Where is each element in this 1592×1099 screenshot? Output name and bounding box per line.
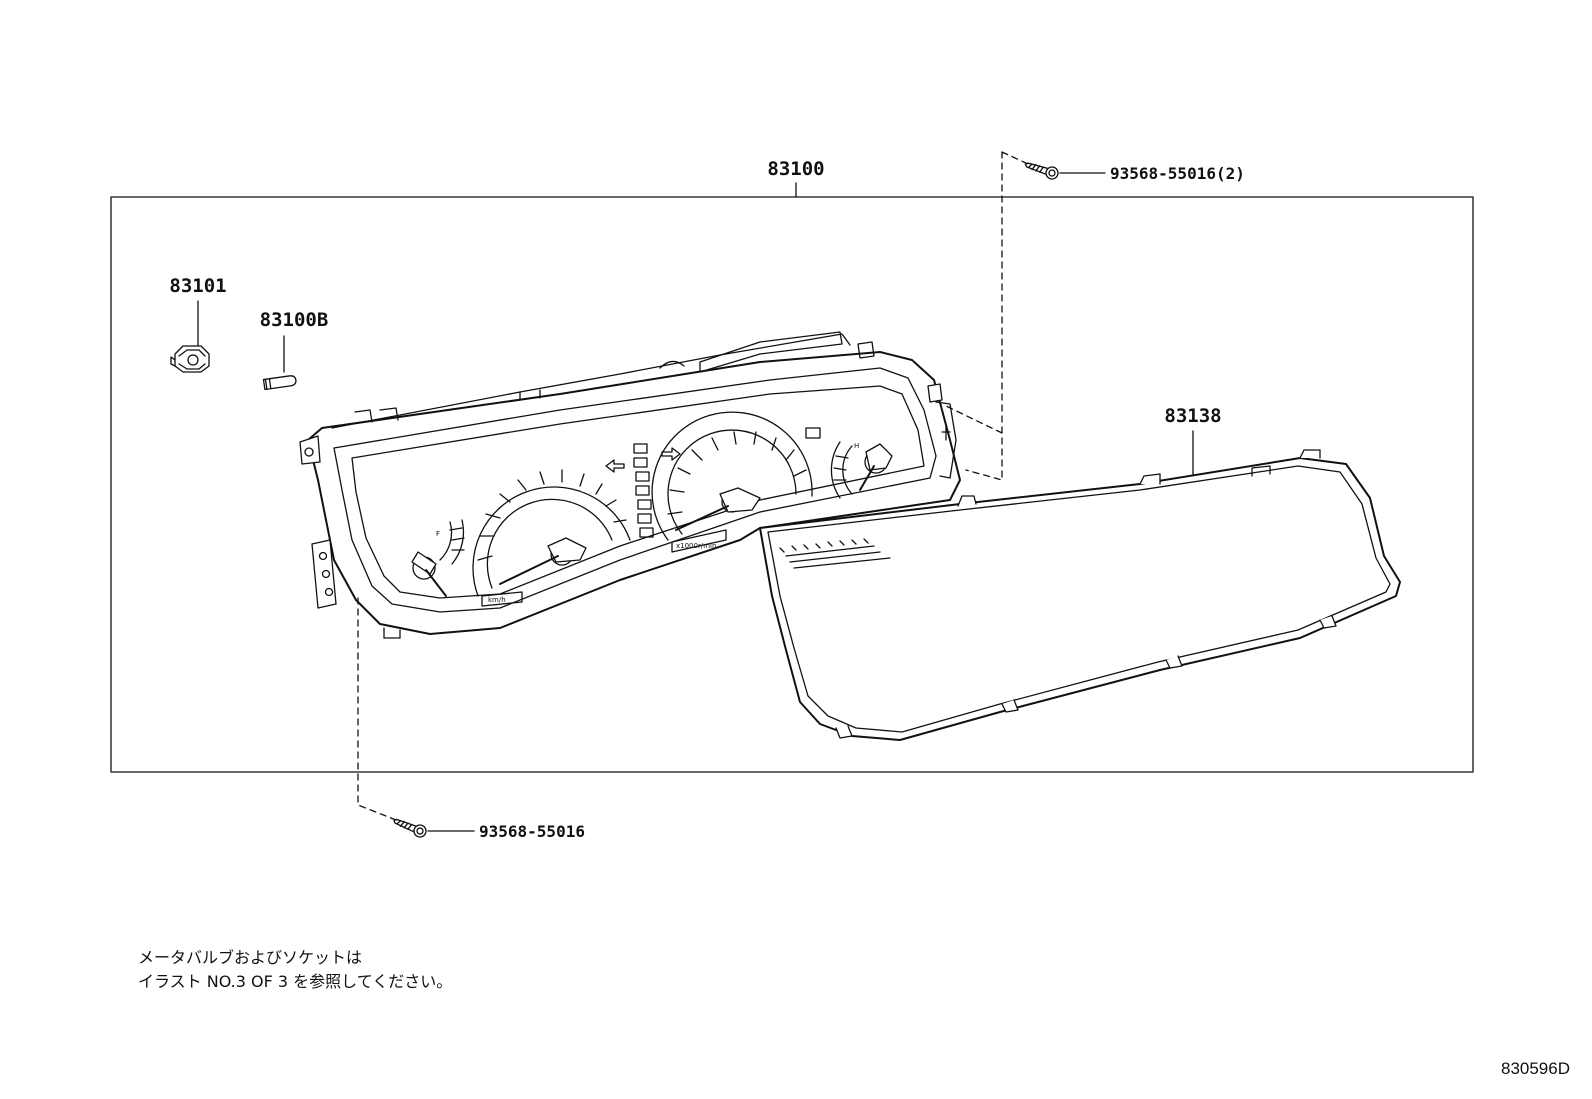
screw-bottom-icon bbox=[393, 818, 427, 838]
warning-lamps bbox=[605, 427, 821, 538]
svg-text:x1000r/min: x1000r/min bbox=[676, 542, 716, 550]
fuel-gauge: F bbox=[411, 519, 465, 597]
screw-top-icon bbox=[1024, 162, 1059, 180]
temperature-gauge: H bbox=[830, 441, 893, 499]
label-83100b: 83100B bbox=[260, 309, 329, 331]
note-line-2: イラスト NO.3 OF 3 を参照してください。 bbox=[138, 972, 453, 991]
drawing-number: 830596D bbox=[1500, 1059, 1570, 1078]
note-line-1: メータバルブおよびソケットは bbox=[138, 948, 363, 967]
svg-text:H: H bbox=[854, 442, 859, 450]
bulb-socket-icon bbox=[170, 345, 210, 373]
dashed-guide-bottom bbox=[357, 597, 397, 821]
label-83138: 83138 bbox=[1164, 405, 1221, 427]
svg-text:km/h: km/h bbox=[488, 596, 506, 604]
svg-text:F: F bbox=[436, 530, 440, 538]
cluster-lens bbox=[759, 449, 1401, 741]
dashed-guide-top bbox=[943, 151, 1029, 481]
combination-meter-cluster: F km/h bbox=[299, 331, 961, 639]
label-screw-top: 93568-55016(2) bbox=[1110, 164, 1245, 183]
speedometer: km/h bbox=[472, 469, 631, 607]
label-83101: 83101 bbox=[169, 275, 226, 297]
label-83100: 83100 bbox=[767, 158, 824, 180]
label-screw-bottom: 93568-55016 bbox=[479, 822, 585, 841]
assembly-frame bbox=[110, 196, 1474, 773]
wedge-bulb-icon bbox=[262, 375, 297, 391]
tachometer: x1000r/min bbox=[651, 411, 813, 553]
